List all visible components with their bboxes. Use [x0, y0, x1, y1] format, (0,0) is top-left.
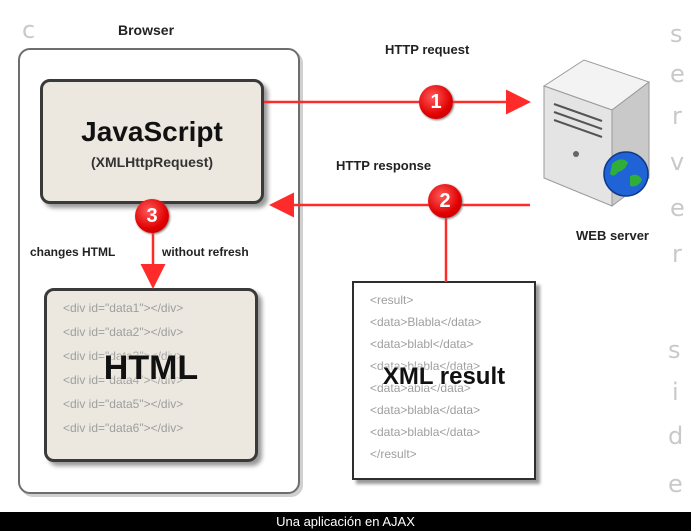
- xml-code-line: <data>blabla</data>: [370, 425, 481, 439]
- client-letter: c: [22, 16, 36, 44]
- http-response-label: HTTP response: [336, 158, 432, 173]
- xml-code-line: <data>Blabla</data>: [370, 315, 482, 329]
- html-code-line: <div id="data5"></div>: [63, 397, 184, 411]
- html-box: <div id="data1"></div> <div id="data2"><…: [44, 288, 258, 462]
- xml-result-title: XML result: [382, 363, 506, 390]
- server-letter: s: [670, 20, 683, 48]
- step-1-badge: 1: [419, 85, 453, 119]
- html-code-line: <div id="data2"></div>: [63, 325, 184, 339]
- server-letter: v: [670, 148, 685, 176]
- javascript-box: JavaScript (XMLHttpRequest): [40, 79, 264, 204]
- step-2-badge: 2: [428, 184, 462, 218]
- server-letter: d: [668, 422, 684, 450]
- javascript-title: JavaScript: [81, 116, 223, 147]
- without-refresh-label: without refresh: [162, 245, 249, 259]
- html-title: HTML: [103, 349, 199, 387]
- server-letter: r: [672, 102, 682, 130]
- server-letter: e: [670, 60, 685, 88]
- xml-code-line: <data>blabl</data>: [370, 337, 474, 351]
- xml-result-box: <result> <data>Blabla</data> <data>blabl…: [352, 281, 536, 480]
- html-code-line: <div id="data6"></div>: [63, 421, 184, 435]
- step-3-badge: 3: [135, 199, 169, 233]
- http-request-label: HTTP request: [385, 42, 470, 57]
- xml-code-line: <data>abla</data>: [370, 381, 471, 395]
- xml-code-line: <result>: [370, 293, 414, 307]
- server-letter: e: [668, 470, 683, 498]
- xml-code-line: </result>: [370, 447, 417, 461]
- server-letter: s: [668, 336, 681, 364]
- browser-title: Browser: [118, 22, 175, 38]
- xml-code-line: <data>blabla</data>: [370, 359, 481, 373]
- server-letter: e: [670, 194, 685, 222]
- javascript-subtitle: (XMLHttpRequest): [90, 154, 214, 170]
- web-server-label: WEB server: [576, 228, 649, 243]
- changes-html-label: changes HTML: [30, 245, 116, 259]
- web-server-icon: [542, 59, 651, 208]
- server-letter: i: [672, 378, 679, 406]
- server-letter: r: [672, 240, 682, 268]
- html-code-line: <div id="data3"></div>: [63, 349, 184, 363]
- footer-caption: Una aplicación en AJAX: [0, 512, 691, 531]
- xml-code-line: <data>blabla</data>: [370, 403, 481, 417]
- html-code-line: <div id="data1"></div>: [63, 301, 184, 315]
- html-code-line: <div id="data4"></div>: [63, 373, 184, 387]
